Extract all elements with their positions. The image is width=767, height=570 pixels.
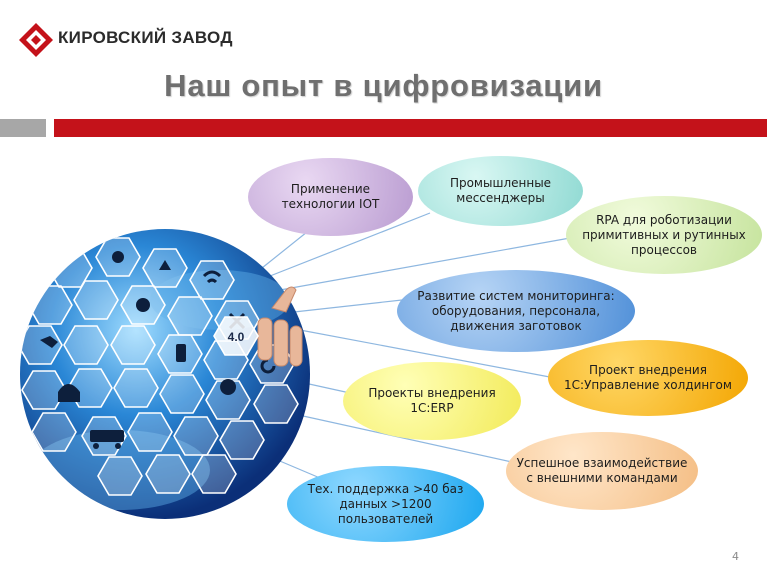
pointing-hand — [257, 286, 303, 367]
page-number: 4 — [732, 550, 739, 563]
bubble-1c-erp: Проекты внедрения 1С:ERP — [343, 362, 521, 440]
bubble-monitoring: Развитие систем мониторинга: оборудовани… — [397, 270, 635, 352]
kirovsky-logo — [19, 23, 53, 57]
title-underline-red — [54, 119, 767, 137]
bubble-messengers: Промышленные мессенджеры — [418, 156, 583, 226]
bubble-external-teams: Успешное взаимодействие с внешними коман… — [506, 432, 698, 510]
bubble-tech-support: Тех. поддержка >40 баз данных >1200 поль… — [287, 466, 484, 542]
bubble-iot: Применение технологии IOT — [248, 158, 413, 236]
industry-4-0-label: 4.0 — [228, 330, 245, 344]
bubble-rpa: RPA для роботизации примитивных и рутинн… — [566, 196, 762, 274]
company-name: КИРОВСКИЙ ЗАВОД — [58, 28, 233, 47]
page-title: Наш опыт в цифровизации — [164, 68, 603, 103]
label-4-0-hex: 4.0 — [213, 316, 259, 356]
title-underline-gray — [0, 119, 46, 137]
bubble-1c-holding: Проект внедрения 1С:Управление холдингом — [548, 340, 748, 416]
